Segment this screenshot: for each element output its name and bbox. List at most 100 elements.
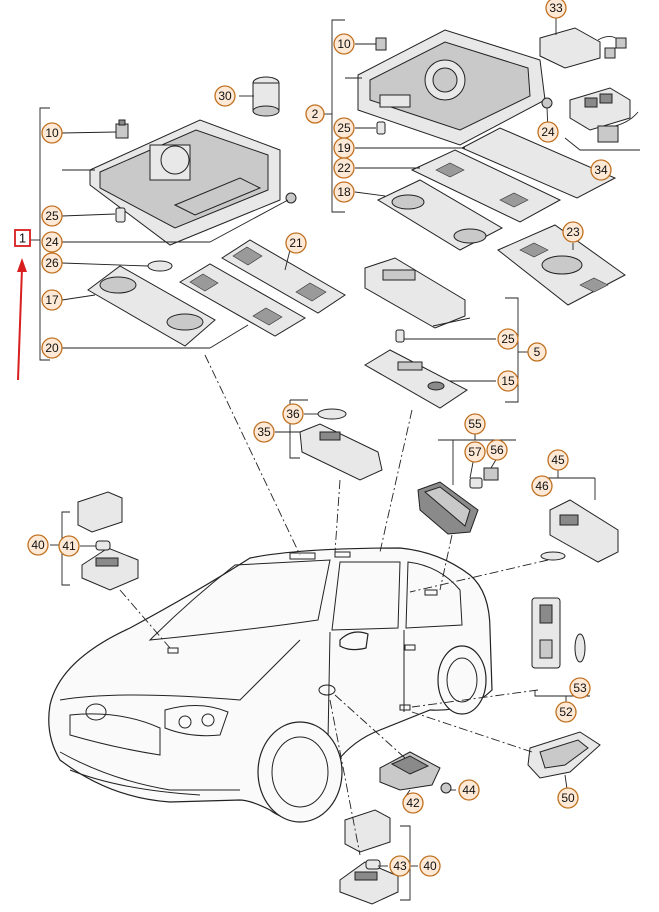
part-24-screw-left [285,192,297,204]
svg-text:22: 22 [337,161,351,175]
part-44-screw [440,782,452,794]
label-40-bottom: 40 [419,855,441,877]
label-50: 50 [557,787,579,809]
red-arrow [17,258,27,381]
car-illustration [48,547,493,823]
part-40-light-unit-left [77,491,139,591]
svg-text:33: 33 [549,1,563,15]
label-42: 42 [402,792,424,814]
label-5: 5 [527,342,547,362]
part-34-switch-block [564,87,640,151]
label-41: 41 [58,535,80,557]
part-43-bulb [365,859,381,870]
label-46: 46 [531,475,553,497]
svg-text:10: 10 [337,37,351,51]
label-24-right: 24 [537,121,559,143]
svg-text:30: 30 [218,89,232,103]
svg-text:42: 42 [406,796,420,810]
part-5-light-body [364,257,466,329]
label-34: 34 [590,159,612,181]
label-21: 21 [285,232,307,254]
part-30-button [252,76,280,117]
svg-text:35: 35 [257,425,271,439]
label-53: 53 [569,677,591,699]
group-5-brackets [505,297,528,403]
part-57-bulb [469,477,483,489]
svg-text:25: 25 [501,332,515,346]
part-52-door-light [531,597,561,669]
part-25-bulb-left [115,207,126,223]
label-10-right: 10 [333,33,355,55]
svg-text:53: 53 [573,681,587,695]
part-24-screw-right [541,97,553,109]
svg-text:23: 23 [566,225,580,239]
label-22: 22 [333,157,355,179]
label-10-left: 10 [41,122,63,144]
part-56-connector [483,467,499,481]
svg-text:40: 40 [423,859,437,873]
svg-text:25: 25 [45,209,59,223]
part-41-bulb [95,540,111,551]
label-36: 36 [282,403,304,425]
part-10-clip-right [375,37,387,51]
part-40-light-unit-bottom [339,809,399,905]
label-57: 57 [464,441,486,463]
part-33-module [539,27,627,69]
svg-text:56: 56 [490,443,504,457]
svg-text:15: 15 [501,374,515,388]
part-53-bulb [574,633,586,663]
svg-text:52: 52 [559,705,573,719]
label-20: 20 [41,337,63,359]
svg-text:18: 18 [337,185,351,199]
part-18-lens-frame [376,179,504,251]
part-23-panel [497,224,626,306]
svg-text:21: 21 [289,236,303,250]
label-15: 15 [497,370,519,392]
svg-text:26: 26 [45,256,59,270]
roof-console-housing [357,29,546,146]
label-17: 17 [41,289,63,311]
part-15-lens [364,349,468,409]
svg-text:5: 5 [534,345,541,359]
label-19: 19 [333,137,355,159]
svg-text:46: 46 [535,479,549,493]
dashed-leaders [119,354,549,856]
part-45-footwell-light [549,499,619,563]
label-23: 23 [562,221,584,243]
label-43: 43 [389,855,411,877]
svg-text:55: 55 [468,417,482,431]
label-leaders [61,18,574,867]
part-25-bulb-mid [395,329,405,343]
label-25-left: 25 [41,205,63,227]
svg-text:25: 25 [337,121,351,135]
part-26-bulb [147,260,173,272]
label-26: 26 [41,252,63,274]
label-55: 55 [464,413,486,435]
part-36-festoon-bulb [317,408,347,420]
label-33: 33 [545,0,567,19]
svg-text:57: 57 [468,445,482,459]
label-52: 52 [555,701,577,723]
svg-text:1: 1 [19,231,26,246]
svg-text:2: 2 [312,107,319,121]
svg-text:43: 43 [393,859,407,873]
label-18: 18 [333,181,355,203]
part-25-bulb-top [376,121,386,135]
svg-text:40: 40 [31,538,45,552]
svg-text:24: 24 [45,235,59,249]
part-46-bulb [540,551,566,561]
label-30: 30 [214,85,236,107]
svg-text:17: 17 [45,293,59,307]
label-25-right-top: 25 [333,117,355,139]
label-24-left: 24 [41,231,63,253]
svg-text:20: 20 [45,341,59,355]
label-56: 56 [486,439,508,461]
part-17-lens-cover [87,265,216,347]
part-22-cover [410,149,562,223]
svg-text:24: 24 [541,125,555,139]
svg-text:50: 50 [561,791,575,805]
highlight-part-1[interactable]: 1 [14,229,31,247]
svg-text:10: 10 [45,126,59,140]
part-35-reading-light [299,423,383,481]
